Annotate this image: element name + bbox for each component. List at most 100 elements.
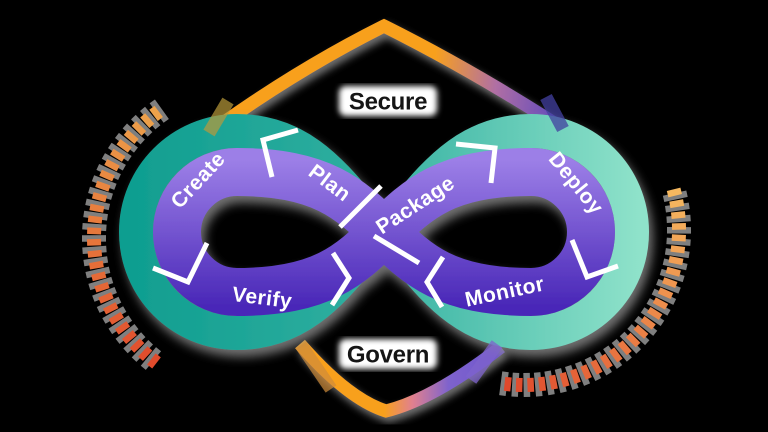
tick-dash <box>559 372 570 388</box>
chevron-center-monitor-icon <box>424 255 446 309</box>
tick-dash <box>554 368 567 394</box>
tick-dash <box>129 338 145 353</box>
shield-labels: Secure Govern <box>339 86 437 369</box>
tick-dash <box>98 292 114 304</box>
tick-dash <box>114 321 131 335</box>
tick-dash <box>131 114 153 137</box>
tick-dash <box>103 302 119 315</box>
chevron-monitor-deploy-icon <box>569 239 619 281</box>
tick-dash <box>138 346 153 361</box>
tick-dash <box>625 332 641 348</box>
tick-dash <box>91 271 107 282</box>
tick-dash <box>669 199 685 209</box>
tick-dash <box>85 198 111 211</box>
tick-dash <box>122 123 145 145</box>
tick-dash <box>671 234 686 242</box>
right-dashed-arc <box>499 187 692 398</box>
tick-dash <box>87 215 103 224</box>
tick-dash <box>609 347 623 363</box>
tick-dash <box>670 211 686 219</box>
tick-dash <box>110 148 126 162</box>
tick-dash <box>149 99 169 123</box>
tick-dash <box>533 372 543 397</box>
infinity-loop <box>118 113 650 351</box>
tick-dash <box>91 192 108 203</box>
shield-bottom-edge <box>295 339 505 418</box>
loop-inner-purple-band <box>152 147 616 317</box>
tick-dash <box>121 330 137 344</box>
tick-dash <box>108 315 133 335</box>
tick-dash <box>666 214 691 224</box>
tick-dash <box>91 175 117 190</box>
tick-dash <box>511 372 520 397</box>
tick-dash <box>95 180 111 192</box>
tick-dash <box>88 276 114 291</box>
tick-dash <box>627 324 650 346</box>
tick-dash <box>114 132 138 153</box>
shield-overlay-top-left <box>203 97 234 137</box>
tick-dash <box>590 359 603 375</box>
tick-dash <box>503 376 512 392</box>
tick-dash <box>123 129 139 144</box>
tick-dash <box>92 286 117 302</box>
tick-dash <box>640 315 656 330</box>
shield-label-govern: Govern <box>347 341 429 368</box>
tick-dash <box>662 190 688 203</box>
tick-dash <box>668 256 684 266</box>
divider-package-monitor <box>372 233 421 266</box>
tick-dash <box>647 306 663 320</box>
tick-dash <box>527 377 535 392</box>
tick-dash <box>83 256 109 267</box>
shield-behind-loop-overlays <box>203 93 569 393</box>
tick-dash <box>82 245 107 255</box>
shield-overlay-bottom-left <box>295 341 337 393</box>
tick-dash <box>94 281 110 293</box>
shield-label-secure: Secure <box>349 88 427 115</box>
tick-dash <box>149 105 163 121</box>
tick-dash <box>564 365 579 390</box>
tick-dash <box>662 258 688 271</box>
tick-dash <box>140 106 161 130</box>
tick-dash <box>538 376 547 392</box>
tick-dash <box>99 169 115 182</box>
tick-dash <box>617 340 632 356</box>
tick-dash <box>656 278 681 294</box>
tick-dash <box>548 374 558 390</box>
stage-separators <box>152 127 619 309</box>
tick-dash <box>147 353 161 369</box>
tick-dash <box>104 159 120 172</box>
tick-dash <box>659 268 685 283</box>
tick-dash <box>665 202 690 213</box>
chevron-create-plan-icon <box>260 127 299 178</box>
secure-label-halo <box>339 86 437 116</box>
tick-dash <box>85 266 111 279</box>
tick-dash <box>570 368 581 384</box>
tick-dash <box>603 345 623 369</box>
tick-dash <box>666 187 682 198</box>
tick-dash <box>131 339 153 362</box>
left-dashed-arc <box>81 99 169 370</box>
shield-top-edge <box>205 18 566 139</box>
tick-dash <box>96 296 122 313</box>
tick-dash <box>83 210 108 221</box>
tick-dash <box>108 311 124 325</box>
tick-dash <box>140 347 162 370</box>
tick-dash <box>140 113 155 129</box>
tick-dash <box>640 307 665 327</box>
tick-dash <box>657 287 674 300</box>
tick-dash <box>87 249 103 258</box>
tick-dash <box>665 266 681 277</box>
tick-dash <box>666 237 691 246</box>
tick-dash <box>88 260 104 270</box>
tick-dash <box>544 370 555 396</box>
tick-dash <box>634 315 658 336</box>
tick-dash <box>89 203 105 213</box>
tick-dash <box>131 121 147 136</box>
shield-overlay-bottom-right <box>465 340 503 384</box>
shield-overlay-top-right <box>540 93 569 133</box>
tick-dash <box>102 306 127 324</box>
tick-dash <box>584 356 602 382</box>
tick-dash <box>670 245 686 254</box>
tick-dash <box>116 139 132 153</box>
